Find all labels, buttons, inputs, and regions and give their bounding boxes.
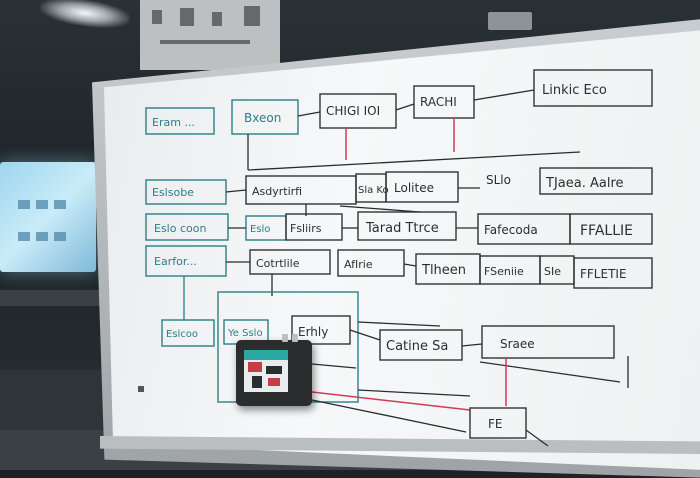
text-row4-mid1: Cotrtlile — [256, 257, 300, 270]
text-row3-center: Tarad Ttrce — [365, 221, 439, 236]
text-row3-mid1: Eslo — [250, 224, 270, 235]
box-top-5 — [533, 69, 653, 107]
box-row4-right4 — [573, 257, 653, 289]
box-row5-center — [379, 329, 463, 361]
box-row4-left — [145, 245, 227, 277]
equipment-rack — [140, 0, 280, 70]
box-row5-left — [161, 319, 215, 347]
background-monitor — [0, 162, 96, 272]
text-row2-note: SLlo — [486, 173, 511, 187]
text-row3-right1: Fafecoda — [484, 223, 538, 237]
box-top-1 — [145, 107, 215, 135]
box-top-3 — [319, 93, 397, 129]
text-row5-right: Sraee — [500, 337, 535, 351]
box-row2-right — [539, 167, 653, 195]
board-clip — [488, 12, 532, 30]
text-top-4: RACHI — [420, 95, 457, 109]
microcontroller-module — [236, 334, 312, 406]
text-row2-right: TJaea. Aalre — [545, 176, 624, 191]
text-row4-right3: SIe — [544, 265, 561, 278]
text-row4-right4: FFLETIE — [580, 267, 627, 281]
shelf — [0, 290, 110, 306]
box-row2-mid3 — [385, 171, 459, 203]
box-top-2 — [231, 99, 299, 135]
text-row3-left: Eslo coon — [154, 222, 206, 235]
text-row2-mid3: Lolitee — [394, 181, 434, 195]
box-bottom-right — [469, 407, 527, 439]
box-top-4 — [413, 85, 475, 119]
box-row5-right — [481, 325, 615, 359]
box-row3-center — [357, 211, 457, 241]
text-row5-center: Catine Sa — [386, 339, 448, 354]
text-row3-right2: FFALLIE — [580, 223, 633, 239]
text-top-3: CHIGI IOI — [326, 104, 380, 118]
text-row4-right2: FSeniie — [484, 265, 524, 278]
text-row2-left: Eslsobe — [152, 186, 194, 199]
module-display — [244, 350, 288, 392]
text-row4-mid2: AfIrie — [344, 258, 373, 271]
box-row3-mid2 — [285, 213, 343, 241]
text-top-2: Bxeon — [244, 111, 281, 125]
marker-tray — [100, 436, 700, 454]
text-row2-mid1: Asdyrtirfi — [252, 185, 302, 198]
text-row5-mid2: Erhly — [298, 325, 328, 339]
text-row3-mid2: Fsliirs — [290, 222, 322, 235]
text-top-5: Linkic Eco — [542, 83, 607, 98]
box-row3-right2 — [569, 213, 653, 245]
text-row5-mid: Ye Sslo — [227, 328, 263, 339]
text-row5-left: Eslcoo — [166, 329, 198, 340]
text-top-1: Eram ... — [152, 116, 195, 129]
box-row3-left — [145, 213, 229, 241]
box-row4-mid2 — [337, 249, 405, 277]
text-row4-right1: Tlheen — [421, 263, 466, 278]
text-bottom-right: FE — [488, 417, 502, 431]
text-row4-left: Earfor... — [154, 255, 197, 268]
text-row2-mid2: Sla Ko — [358, 185, 389, 196]
small-square-mark — [138, 386, 144, 392]
